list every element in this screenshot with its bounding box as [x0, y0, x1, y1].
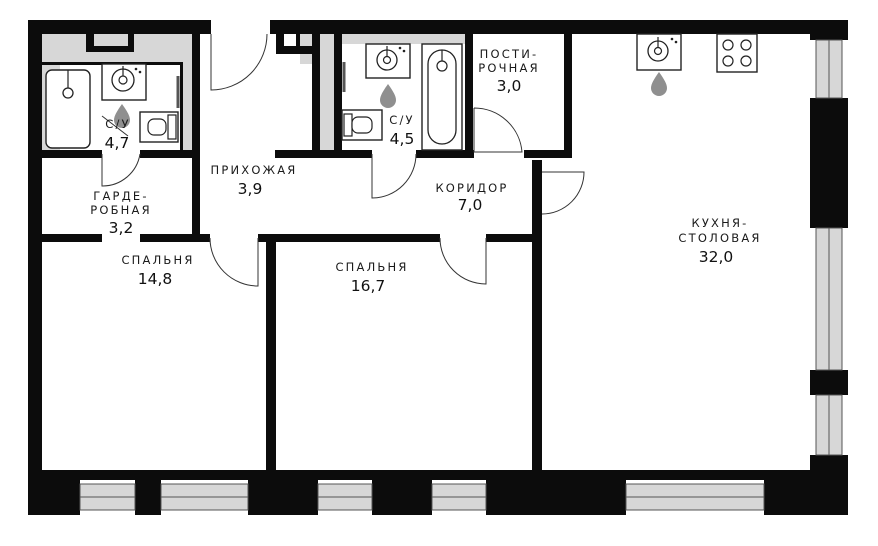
stove-icon [716, 33, 758, 73]
room-name: С/У [389, 113, 415, 127]
door-swing-icon [371, 153, 417, 199]
door-swing-icon [541, 171, 585, 215]
window-icon [160, 483, 249, 511]
bathtub-icon [45, 69, 91, 149]
door-swing-icon [101, 115, 129, 137]
room-label-bathroom-center: С/У 4,5 [389, 113, 415, 148]
room-label-laundry: ПОСТИ- РОЧНАЯ 3,0 [478, 47, 540, 95]
kitchen-fixtures [636, 33, 758, 96]
door-swing-icon [473, 107, 523, 153]
window-icon [815, 394, 843, 456]
room-area: 4,7 [105, 134, 130, 152]
room-name: КОРИДОР [435, 181, 508, 195]
window-icon [431, 483, 487, 511]
interior-walls [42, 34, 572, 472]
room-name: ПРИХОЖАЯ [211, 163, 298, 177]
door-swing-icon [439, 237, 487, 285]
room-name-line1: КУХНЯ- [691, 216, 748, 230]
door-swing-icon [101, 153, 141, 187]
room-label-hallway: ПРИХОЖАЯ 3,9 [211, 163, 298, 198]
bathroom-center-fixtures [341, 43, 463, 151]
room-name: С/У [105, 117, 131, 131]
room-label-corridor: КОРИДОР 7,0 [435, 181, 508, 214]
room-label-kitchen: КУХНЯ- СТОЛОВАЯ 32,0 [678, 216, 761, 266]
room-name-line2: СТОЛОВАЯ [678, 231, 761, 245]
water-drop-icon [380, 84, 396, 108]
window-icon [815, 227, 843, 371]
water-drop-icon [651, 72, 667, 96]
room-label-bedroom-left: СПАЛЬНЯ 14,8 [121, 253, 194, 288]
window-icon [815, 39, 843, 99]
window-icon [317, 483, 373, 511]
water-drop-icon [114, 104, 130, 128]
room-area: 4,5 [390, 130, 415, 148]
sink-icon [365, 43, 411, 79]
room-name: СПАЛЬНЯ [335, 260, 408, 274]
room-label-bathroom-left: С/У 4,7 [105, 117, 131, 152]
room-name-line2: РОБНАЯ [90, 203, 152, 217]
room-area: 3,9 [238, 180, 263, 198]
room-area: 3,2 [109, 219, 134, 237]
room-area: 16,7 [351, 277, 386, 295]
windows [79, 39, 843, 511]
room-label-wardrobe: ГАРДЕ- РОБНАЯ 3,2 [90, 189, 152, 237]
sink-icon [101, 63, 147, 101]
window-icon [625, 483, 765, 511]
room-area: 14,8 [138, 270, 173, 288]
door-swing-icon [209, 237, 259, 287]
sink-icon [636, 33, 682, 71]
room-area: 32,0 [699, 248, 734, 266]
bathtub-icon [421, 43, 463, 151]
bathroom-left-fixtures [45, 63, 180, 149]
toilet-icon [139, 111, 179, 143]
room-label-bedroom-center: СПАЛЬНЯ 16,7 [335, 260, 408, 295]
outer-walls [28, 20, 848, 515]
room-name-line2: РОЧНАЯ [478, 61, 540, 75]
door-swing-icon [210, 33, 268, 91]
toilet-icon [341, 109, 383, 141]
room-area: 7,0 [458, 196, 483, 214]
room-area: 3,0 [497, 77, 522, 95]
door-swings [101, 33, 585, 287]
room-name-line1: ПОСТИ- [480, 47, 539, 61]
room-name-line1: ГАРДЕ- [93, 189, 148, 203]
window-icon [79, 483, 136, 511]
room-name: СПАЛЬНЯ [121, 253, 194, 267]
